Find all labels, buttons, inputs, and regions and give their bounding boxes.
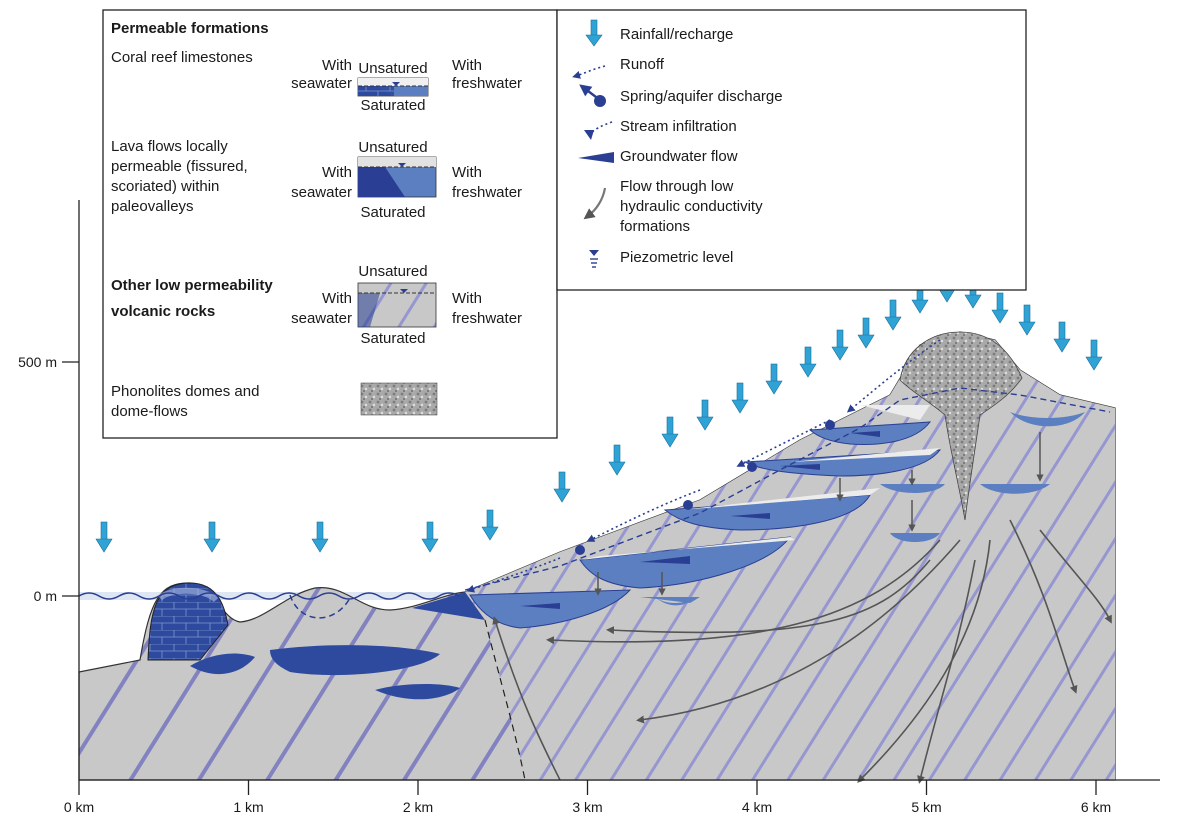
x-tick-label: 1 km bbox=[233, 799, 263, 815]
x-tick-label: 6 km bbox=[1081, 799, 1111, 815]
legend-lowflow-line1: Flow through low bbox=[620, 178, 734, 195]
legend-lava-line2: permeable (fissured, bbox=[111, 158, 248, 175]
spring-circle-icon bbox=[579, 84, 606, 107]
rain-arrow bbox=[799, 346, 817, 378]
coral-with-sea: With bbox=[322, 57, 352, 74]
coral-unsatured-label: Unsatured bbox=[358, 60, 427, 77]
lowperm-freshwater: freshwater bbox=[452, 310, 522, 327]
lowperm-with-fresh: With bbox=[452, 290, 482, 307]
rain-arrow bbox=[1018, 304, 1036, 336]
boundary-dashed-line bbox=[484, 619, 526, 781]
lava-saturated-label: Saturated bbox=[360, 204, 425, 221]
groundwater-arrows bbox=[520, 431, 880, 609]
legend-piezo-label: Piezometric level bbox=[620, 249, 733, 266]
lens-1 bbox=[190, 653, 255, 675]
legend-right: Rainfall/recharge Runoff Spring/aquifer … bbox=[556, 9, 1027, 291]
rain-arrow bbox=[203, 521, 221, 553]
lowperm-swatch: Unsatured With seawater With freshwater … bbox=[291, 263, 522, 347]
legend-spring-label: Spring/aquifer discharge bbox=[620, 88, 783, 105]
rain-arrow bbox=[608, 444, 626, 476]
axes: 500 m 0 m 0 km 1 km 2 km 3 km 4 km 5 km 6 km bbox=[18, 200, 1160, 815]
runoff-arrows bbox=[466, 339, 941, 593]
low-conductivity-flow-arrows bbox=[492, 519, 1112, 784]
legend-groundwater-label: Groundwater flow bbox=[620, 148, 738, 165]
lowperm-with-sea: With bbox=[322, 290, 352, 307]
rain-arrow bbox=[1053, 321, 1071, 353]
rain-arrow bbox=[991, 292, 1009, 324]
legend-lava-line3: scoriated) within bbox=[111, 178, 219, 195]
lava-unsatured-label: Unsatured bbox=[358, 139, 427, 156]
coral-swatch: Unsatured With seawater With freshwater … bbox=[291, 57, 522, 114]
rain-arrow bbox=[481, 509, 499, 541]
legend-lowflow-line2: hydraulic conductivity bbox=[620, 198, 763, 215]
coral-saturated-label: Saturated bbox=[360, 97, 425, 114]
lava-seawater: seawater bbox=[291, 184, 352, 201]
coral-reef bbox=[147, 582, 229, 661]
rain-arrow bbox=[696, 399, 714, 431]
rain-arrow bbox=[831, 329, 849, 361]
lowperm-unsatured-label: Unsatured bbox=[358, 263, 427, 280]
sea-surface bbox=[79, 592, 469, 600]
coral-freshwater: freshwater bbox=[452, 75, 522, 92]
rain-arrow bbox=[553, 471, 571, 503]
rain-arrow bbox=[421, 521, 439, 553]
legend-stream-label: Stream infiltration bbox=[620, 118, 737, 135]
wedge-arrow-icon bbox=[578, 152, 614, 163]
rain-arrow bbox=[95, 521, 113, 553]
lava-swatch: Unsatured With seawater With freshwater … bbox=[291, 139, 522, 221]
lava-with-fresh: With bbox=[452, 164, 482, 181]
legend-rainfall-label: Rainfall/recharge bbox=[620, 26, 733, 43]
lens-3 bbox=[375, 684, 460, 700]
legend-coral-label: Coral reef limestones bbox=[111, 49, 253, 66]
lens-2 bbox=[270, 645, 440, 676]
cross-section bbox=[78, 271, 1116, 784]
sea-level-waves bbox=[78, 592, 460, 600]
coral-with-fresh: With bbox=[452, 57, 482, 74]
water-level-icon bbox=[589, 250, 599, 268]
down-arrow-icon bbox=[585, 19, 603, 47]
legend-lowflow-line3: formations bbox=[620, 218, 690, 235]
legend-permeable-heading: Permeable formations bbox=[111, 20, 269, 37]
legend-phonolite-line1: Phonolites domes and bbox=[111, 383, 259, 400]
x-tick-label: 5 km bbox=[911, 799, 941, 815]
rain-arrow bbox=[1085, 339, 1103, 371]
rain-arrow bbox=[765, 363, 783, 395]
lowperm-seawater: seawater bbox=[291, 310, 352, 327]
x-tick-label: 0 km bbox=[64, 799, 94, 815]
rain-arrow bbox=[731, 382, 749, 414]
legend-runoff-label: Runoff bbox=[620, 56, 665, 73]
legend-lowperm-line1: Other low permeability bbox=[111, 277, 273, 294]
x-tick-label: 3 km bbox=[572, 799, 602, 815]
phonolite-dome bbox=[899, 331, 1023, 521]
x-tick-label: 4 km bbox=[742, 799, 772, 815]
coral-seawater: seawater bbox=[291, 75, 352, 92]
phonolite-swatch bbox=[360, 382, 438, 416]
vertical-flow-arrows bbox=[594, 432, 1044, 596]
legend-lava-line1: Lava flows locally bbox=[111, 138, 228, 155]
rain-arrow bbox=[661, 416, 679, 448]
x-ticks: 0 km 1 km 2 km 3 km 4 km 5 km 6 km bbox=[64, 780, 1111, 815]
legend-lava-line4: paleovalleys bbox=[111, 198, 194, 215]
rain-arrow bbox=[884, 299, 902, 331]
lowperm-saturated-label: Saturated bbox=[360, 330, 425, 347]
lava-freshwater: freshwater bbox=[452, 184, 522, 201]
seawater-wedge bbox=[412, 592, 485, 620]
legend-lowperm-line2: volcanic rocks bbox=[111, 303, 215, 320]
y-tick-0: 0 m bbox=[34, 588, 57, 604]
rain-arrow bbox=[311, 521, 329, 553]
lava-with-sea: With bbox=[322, 164, 352, 181]
stream-infiltration-icon bbox=[584, 121, 613, 140]
rain-arrow bbox=[911, 282, 929, 314]
legend-phonolite-line2: dome-flows bbox=[111, 403, 188, 420]
rock-body-young bbox=[465, 332, 1115, 780]
y-tick-500: 500 m bbox=[18, 354, 57, 370]
legend-left: Permeable formations Coral reef limeston… bbox=[102, 9, 558, 439]
x-tick-label: 2 km bbox=[403, 799, 433, 815]
spring-markers bbox=[575, 420, 835, 555]
rain-arrow bbox=[857, 317, 875, 349]
curved-arrow-icon bbox=[583, 187, 607, 220]
